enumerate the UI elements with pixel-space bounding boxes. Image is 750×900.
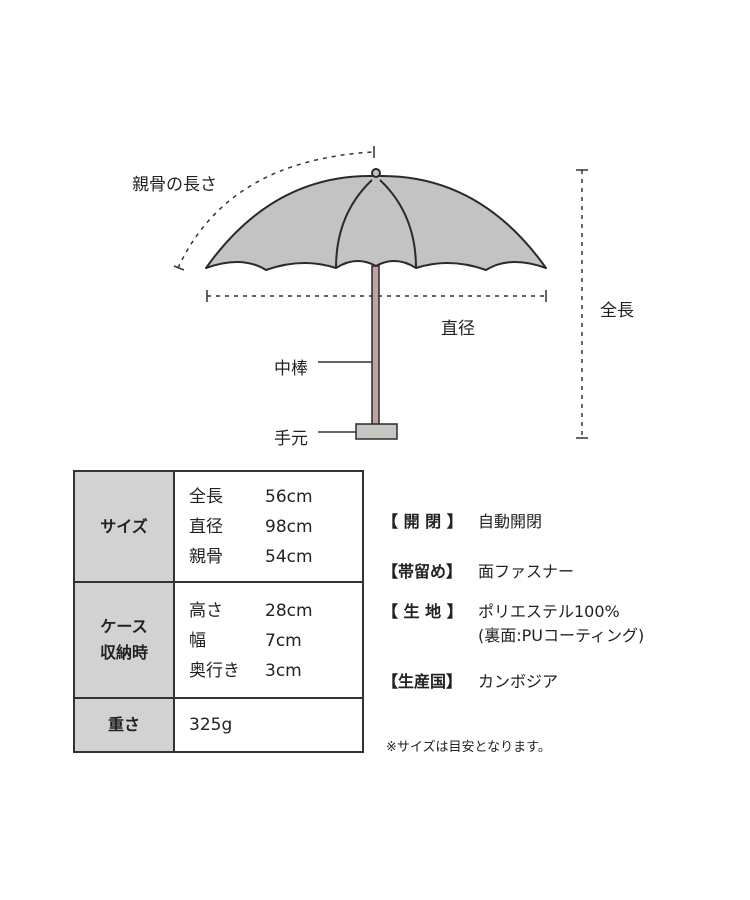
shaft xyxy=(371,265,380,427)
spec-line: 幅 7cm xyxy=(189,631,302,651)
spec-line: 奥行き 3cm xyxy=(189,661,302,681)
umbrella-tip xyxy=(371,168,381,178)
rib-length-label: 親骨の長さ xyxy=(132,175,217,195)
spec-cell-case: 高さ 28cm 幅 7cm 奥行き 3cm xyxy=(189,583,362,697)
spec-header-size: サイズ xyxy=(75,472,175,581)
spec-line: 親骨 54cm xyxy=(189,547,313,567)
size-note: ※サイズは目安となります。 xyxy=(386,740,551,755)
spec-line: 325g xyxy=(189,715,233,735)
umbrella-illustration xyxy=(173,146,588,440)
spec-row-size: サイズ 全長 56cm 直径 98cm 親骨 54cm xyxy=(75,472,362,583)
spec-row-weight: 重さ 325g xyxy=(75,699,362,751)
handle-label: 手元 xyxy=(274,429,308,449)
spec-header-weight: 重さ xyxy=(75,699,175,751)
handle xyxy=(355,423,398,440)
spec-table: サイズ 全長 56cm 直径 98cm 親骨 54cm ケース 収納時 xyxy=(73,470,364,753)
canopy-rib-left xyxy=(335,179,373,269)
umbrella-diagram: 親骨の長さ 直径 全長 中棒 手元 xyxy=(132,146,634,449)
spec-cell-weight: 325g xyxy=(189,699,362,751)
spec-header-case: ケース 収納時 xyxy=(75,583,175,697)
spec-line: 全長 56cm xyxy=(189,487,313,507)
spec-row-case: ケース 収納時 高さ 28cm 幅 7cm 奥行き 3cm xyxy=(75,583,362,699)
rib-length-arc xyxy=(177,151,375,269)
diameter-label: 直径 xyxy=(441,319,475,339)
canopy-rib-right xyxy=(379,179,417,269)
spec-line: 直径 98cm xyxy=(189,517,313,537)
total-length-label: 全長 xyxy=(600,301,634,321)
spec-cell-size: 全長 56cm 直径 98cm 親骨 54cm xyxy=(189,472,362,581)
shaft-label: 中棒 xyxy=(274,359,308,379)
canopy xyxy=(205,172,547,271)
spec-line: 高さ 28cm xyxy=(189,601,313,621)
